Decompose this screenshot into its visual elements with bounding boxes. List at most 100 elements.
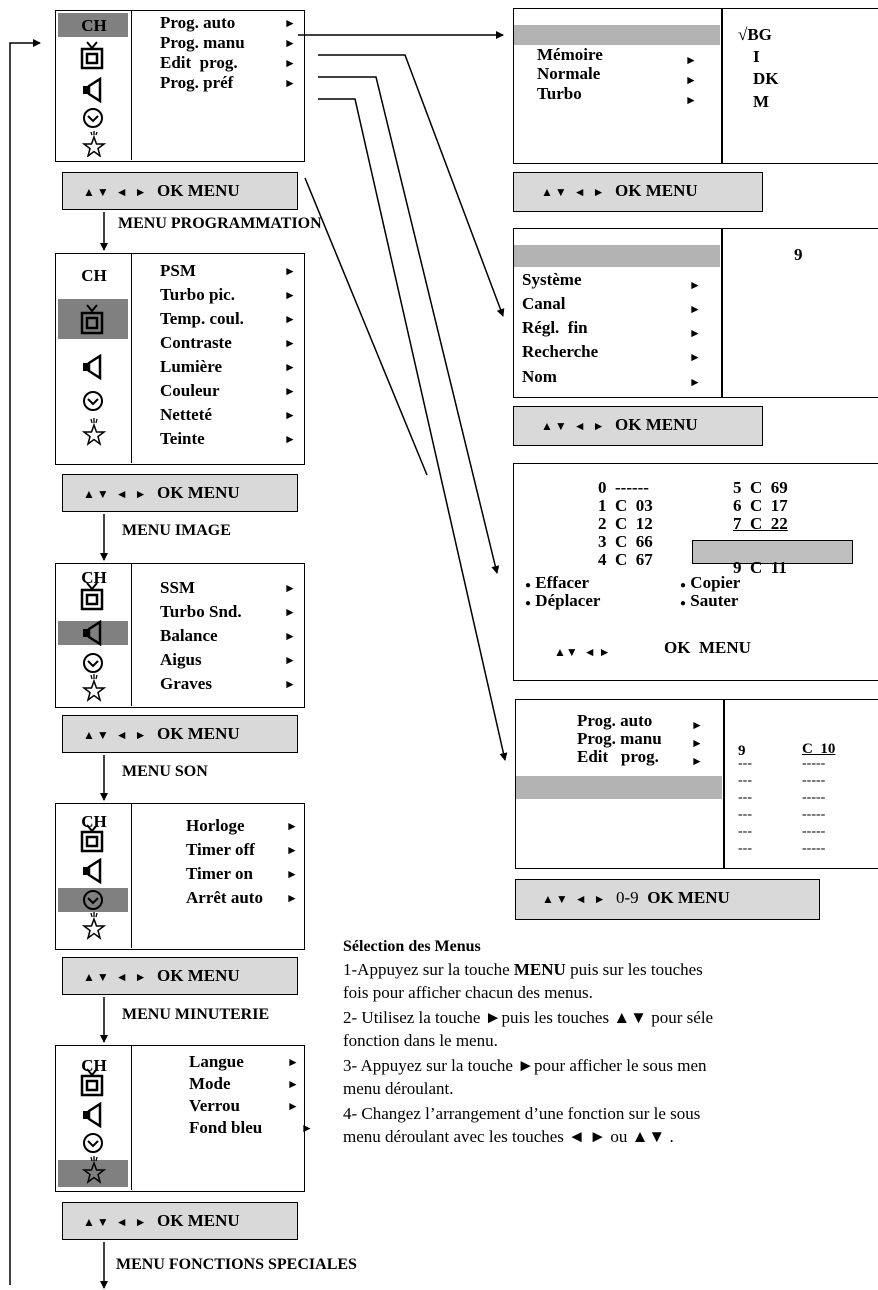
menu-item-timer-on[interactable]: Timer on► [186, 862, 326, 886]
system-bg[interactable]: √BG [738, 25, 772, 44]
control-bar: ▲▼ ◄ ► OK MENU [513, 172, 763, 212]
menu-item-balance[interactable]: Balance► [160, 624, 300, 648]
program-entry[interactable]: 1 C 03 [598, 496, 653, 515]
program-entry[interactable]: 6 C 17 [733, 496, 788, 515]
star-icon [81, 674, 107, 702]
arrow-right-icon: ► [287, 1099, 299, 1113]
star-icon [81, 912, 107, 940]
favorite-slot[interactable]: ----- [802, 824, 826, 839]
menu-item-prog-auto[interactable]: Prog. auto► [160, 11, 300, 35]
menu-item-edit-prog[interactable]: Edit prog.► [160, 51, 300, 75]
clock-icon [82, 107, 104, 129]
arrow-right-icon: ► [284, 264, 296, 278]
favorite-slot[interactable]: --- [738, 841, 752, 856]
menu-item-arret-auto[interactable]: Arrêt auto► [186, 886, 326, 910]
favorite-slot[interactable]: ----- [802, 773, 826, 788]
menu-item-contraste[interactable]: Contraste► [160, 331, 300, 355]
arrow-right-icon: ► [284, 677, 296, 691]
menu-item-edit-prog[interactable]: Edit prog. [577, 747, 659, 766]
menu-item-teinte[interactable]: Teinte► [160, 427, 300, 451]
star-icon [81, 1156, 107, 1184]
caption-fonctions: MENU FONCTIONS SPECIALES [116, 1256, 357, 1273]
menu-item-temp-coul[interactable]: Temp. coul.► [160, 307, 300, 331]
menu-item-prog-manu[interactable]: Prog. manu► [160, 31, 300, 55]
selected-entry-highlight[interactable] [692, 540, 853, 564]
selected-row-highlight [516, 776, 722, 799]
favorite-slot[interactable]: ----- [802, 756, 826, 771]
connector-edit-prog [318, 76, 500, 574]
menu-item-timer-off[interactable]: Timer off► [186, 838, 326, 862]
menu-item-turbo-snd[interactable]: Turbo Snd.► [160, 600, 300, 624]
menu-item-nom[interactable]: Nom [522, 367, 557, 386]
program-entry[interactable]: 3 C 66 [598, 532, 653, 551]
fonctions-menu-box: CH Langue► Mode► Verrou► Fond bleu► [55, 1045, 313, 1192]
column-divider [721, 229, 723, 397]
menu-item-systeme[interactable]: Système [522, 270, 582, 289]
menu-item-horloge[interactable]: Horloge► [186, 814, 326, 838]
arrow-right-icon: ► [689, 326, 701, 340]
menu-item-normale[interactable]: Normale [537, 64, 601, 83]
program-entry[interactable]: 0 ------ [598, 478, 649, 497]
digit-keys: 0-9 [616, 888, 639, 907]
program-entry[interactable]: 5 C 69 [733, 478, 788, 497]
clock-icon [82, 652, 104, 674]
favorite-slot[interactable]: ----- [802, 807, 826, 822]
arrow-right-icon: ► [284, 605, 296, 619]
menu-item-turbo-pic[interactable]: Turbo pic.► [160, 283, 300, 307]
menu-item-prog-manu[interactable]: Prog. manu [577, 729, 662, 748]
menu-item-mode[interactable]: Mode► [189, 1074, 299, 1093]
program-entry[interactable]: 4 C 67 [598, 550, 653, 569]
action-sauter[interactable]: ● Sauter [680, 591, 739, 610]
menu-item-langue[interactable]: Langue► [189, 1052, 299, 1071]
tv-picture-icon [80, 1068, 104, 1098]
favorite-slot[interactable]: --- [738, 807, 752, 822]
arrow-right-icon: ► [689, 375, 701, 389]
action-effacer[interactable]: ● Effacer [525, 573, 590, 592]
favorite-col1-header: 9 [738, 743, 746, 759]
menu-item-recherche[interactable]: Recherche [522, 342, 599, 361]
menu-item-turbo[interactable]: Turbo [537, 84, 582, 103]
arrow-right-icon: ► [284, 36, 296, 50]
arrow-right-icon: ► [284, 56, 296, 70]
control-bar: ▲▼ ◄ ► OK MENU [513, 406, 763, 446]
favorite-slot[interactable]: --- [738, 824, 752, 839]
menu-item-prog-pref[interactable]: Prog. préf► [160, 71, 300, 95]
action-copier[interactable]: ● Copier [680, 573, 741, 592]
programmation-menu-box: CH Prog. auto► Prog. manu► Edit prog.► P… [55, 10, 305, 162]
fonctions-items: Langue► Mode► Verrou► Fond bleu► [189, 1051, 329, 1139]
menu-item-aigus[interactable]: Aigus► [160, 648, 300, 672]
system-dk[interactable]: DK [753, 69, 779, 88]
menu-item-ssm[interactable]: SSM► [160, 576, 300, 600]
control-bar: ▲▼ ◄ ► OK MENU [62, 172, 298, 210]
arrow-right-icon: ► [691, 718, 703, 732]
arrow-right-icon: ► [287, 1077, 299, 1091]
menu-key: MENU [187, 483, 240, 502]
tv-picture-icon [80, 41, 104, 71]
menu-item-canal[interactable]: Canal [522, 294, 566, 313]
action-deplacer[interactable]: ● Déplacer [525, 591, 601, 610]
system-i[interactable]: I [753, 47, 760, 66]
menu-item-verrou[interactable]: Verrou► [189, 1096, 299, 1115]
program-entry[interactable]: 9 C 11 [733, 558, 787, 577]
ok-key: OK [157, 181, 184, 200]
image-items: PSM► Turbo pic.► Temp. coul.► Contraste►… [160, 259, 300, 451]
program-entry[interactable]: 2 C 12 [598, 514, 653, 533]
favorite-slot[interactable]: --- [738, 756, 752, 771]
menu-item-memoire[interactable]: Mémoire [537, 45, 603, 64]
menu-item-graves[interactable]: Graves► [160, 672, 300, 696]
menu-item-fond-bleu[interactable]: Fond bleu► [189, 1118, 313, 1137]
menu-item-lumiere[interactable]: Lumière► [160, 355, 300, 379]
menu-item-psm[interactable]: PSM► [160, 259, 300, 283]
icon-sidebar: CH [56, 1046, 132, 1190]
menu-item-regl-fin[interactable]: Régl. fin [522, 318, 588, 337]
menu-item-couleur[interactable]: Couleur► [160, 379, 300, 403]
favorite-slot[interactable]: ----- [802, 841, 826, 856]
favorite-slot[interactable]: --- [738, 773, 752, 788]
favorite-slot[interactable]: --- [738, 790, 752, 805]
system-m[interactable]: M [753, 92, 770, 111]
menu-item-prog-auto[interactable]: Prog. auto [577, 711, 653, 730]
ok-key: OK [647, 888, 674, 907]
menu-item-nettete[interactable]: Netteté► [160, 403, 300, 427]
program-entry[interactable]: 7 C 22 [733, 514, 788, 533]
favorite-slot[interactable]: ----- [802, 790, 826, 805]
